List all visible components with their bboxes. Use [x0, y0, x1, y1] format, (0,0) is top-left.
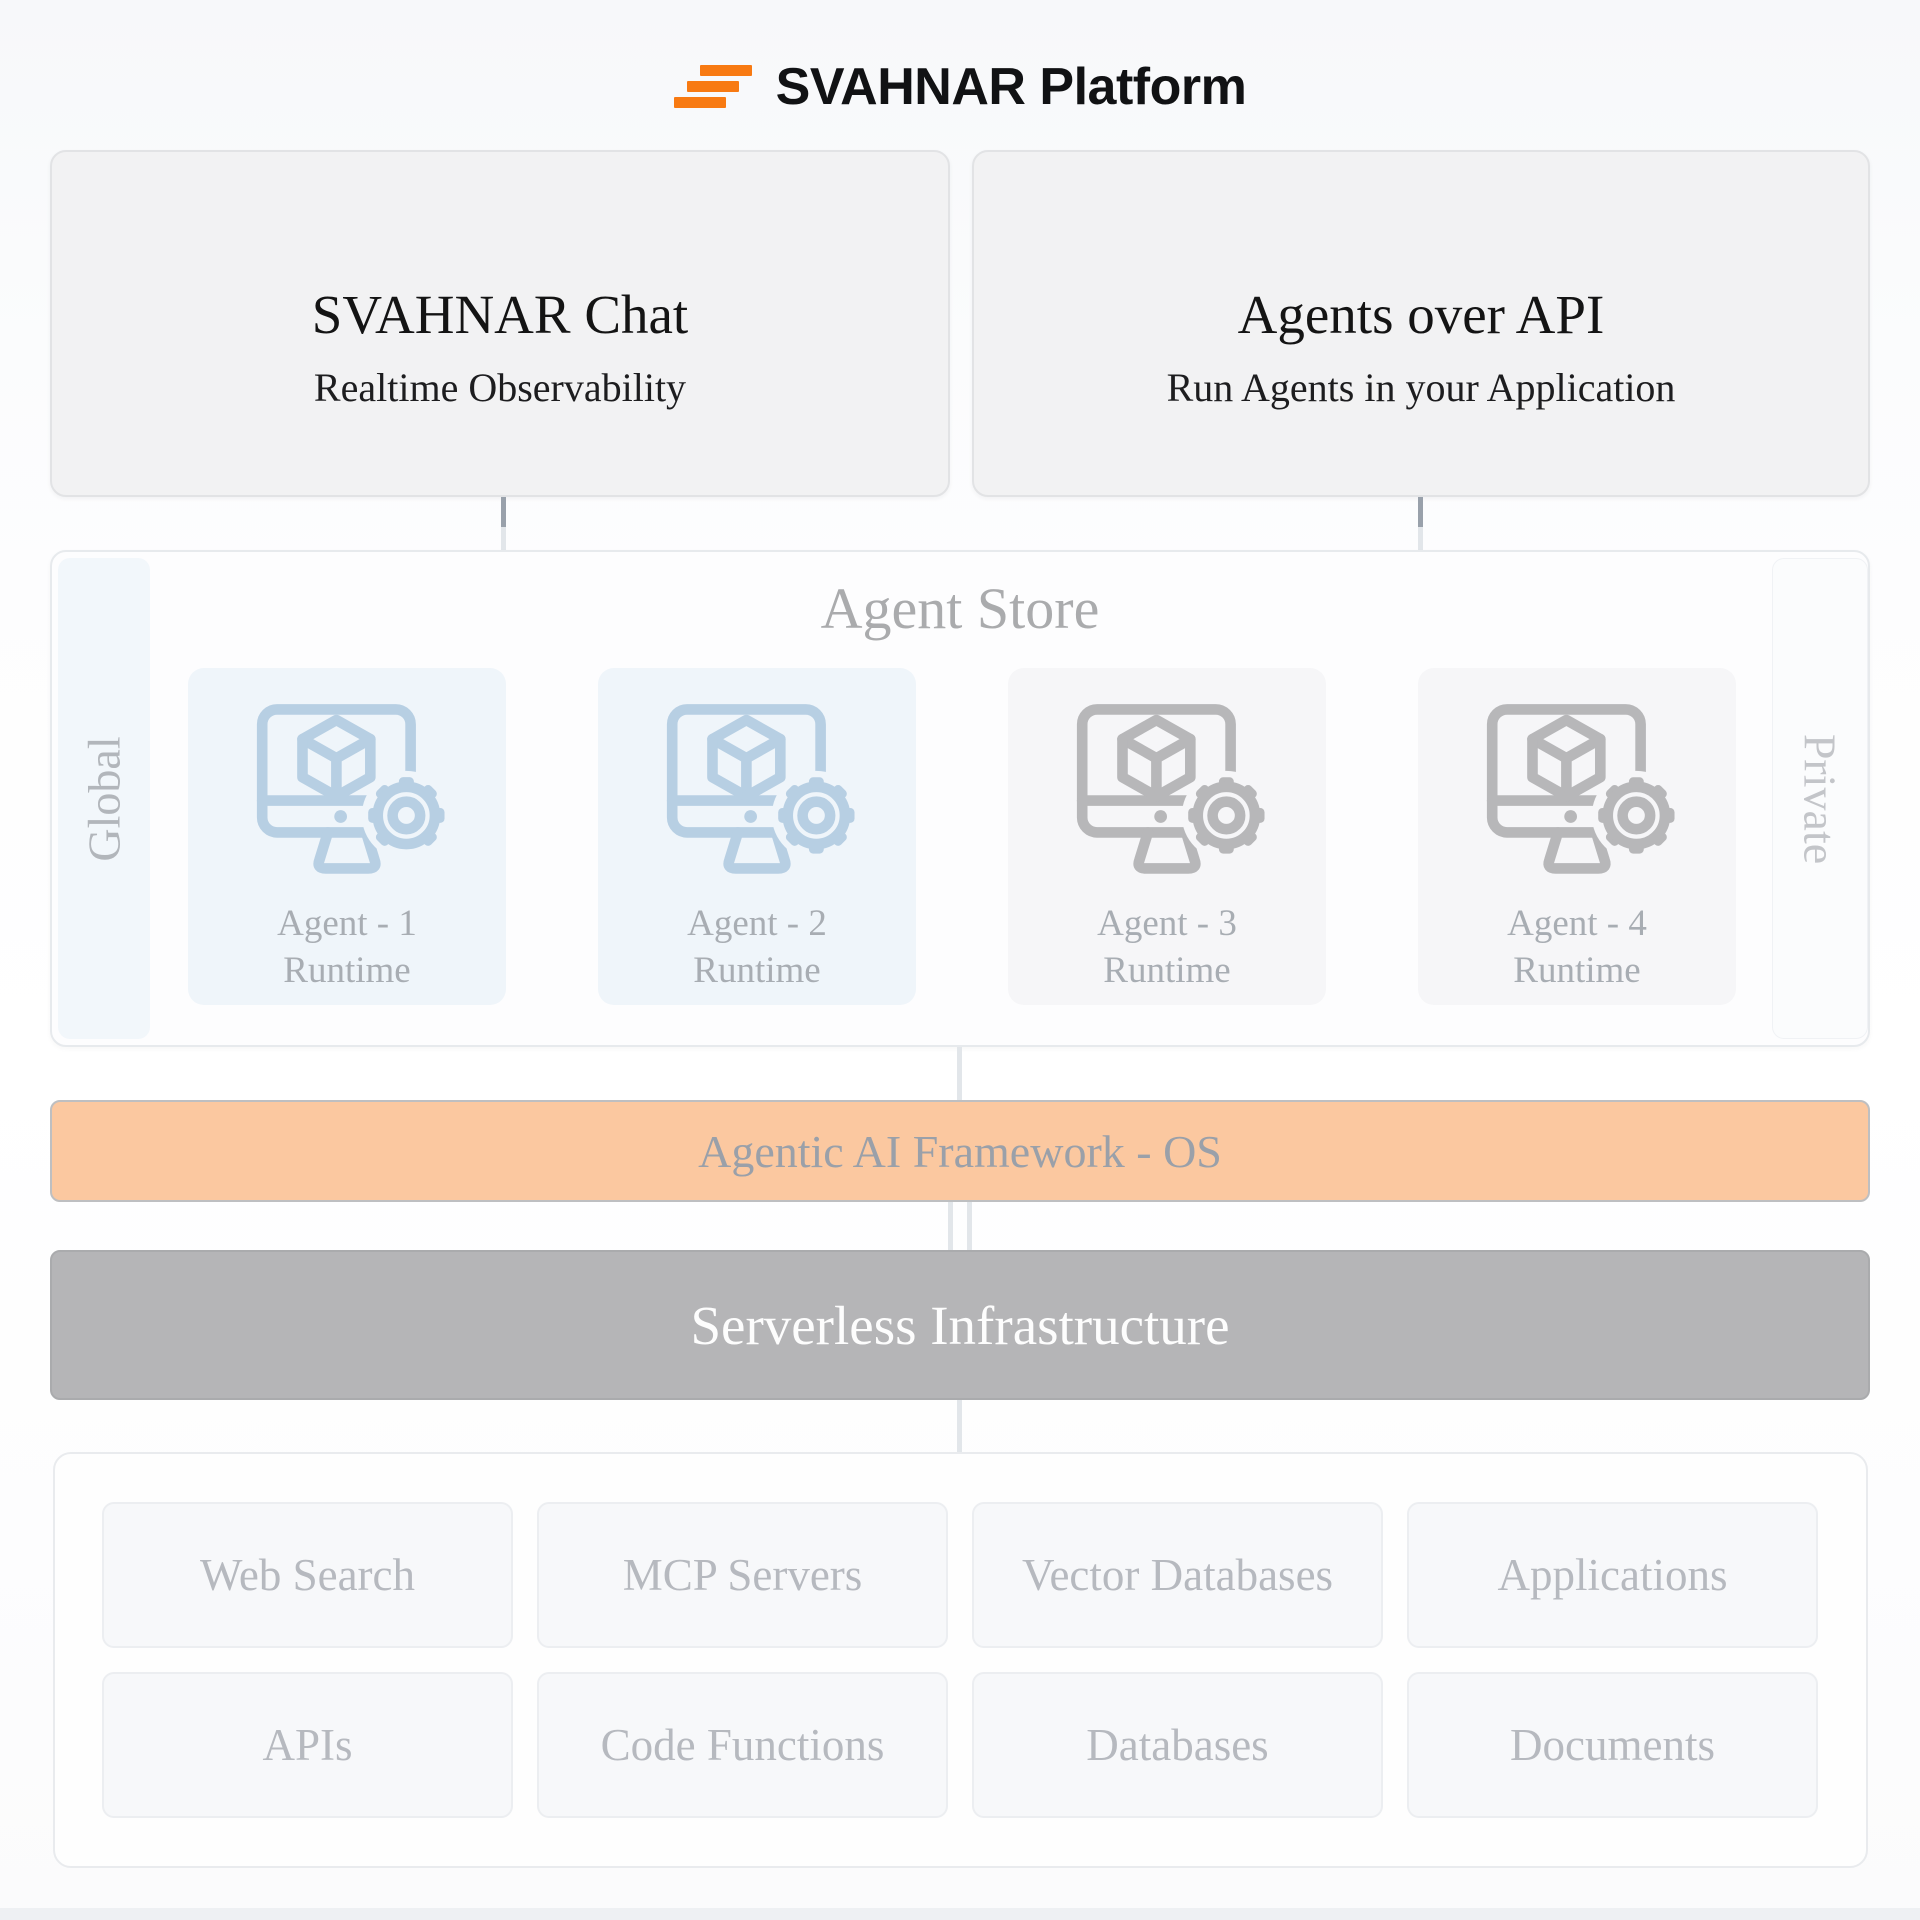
agents-over-api-subtitle: Run Agents in your Application [1166, 364, 1676, 410]
agent-label: Agent - 1 Runtime [277, 903, 417, 992]
agents-over-api-title: Agents over API [1237, 283, 1605, 345]
connector-line [948, 1202, 953, 1250]
global-strip: Global [58, 558, 150, 1039]
tile-web-search: Web Search [102, 1502, 513, 1648]
private-strip: Private [1772, 558, 1868, 1039]
connector-line [967, 1202, 972, 1250]
svahnar-chat-title: SVAHNAR Chat [311, 283, 689, 345]
agent-store-title: Agent Store [820, 576, 1100, 641]
agent-card: Agent - 2 Runtime [598, 668, 916, 1005]
agent-label: Agent - 3 Runtime [1097, 903, 1237, 992]
agent-card: Agent - 4 Runtime [1418, 668, 1736, 1005]
agentic-framework-label: Agentic AI Framework - OS [698, 1125, 1222, 1177]
agent-runtime-icon [1486, 704, 1681, 874]
agent-card: Agent - 1 Runtime [188, 668, 506, 1005]
agent-runtime-icon [666, 704, 861, 874]
agents-over-api-box: Agents over API Run Agents in your Appli… [972, 150, 1870, 497]
serverless-infrastructure-label: Serverless Infrastructure [690, 1294, 1230, 1356]
serverless-infrastructure-bar: Serverless Infrastructure [50, 1250, 1870, 1400]
agent-card: Agent - 3 Runtime [1008, 668, 1326, 1005]
connector-line [501, 527, 506, 552]
tile-code-functions: Code Functions [537, 1672, 948, 1818]
svahnar-chat-subtitle: Realtime Observability [313, 364, 687, 410]
bottom-edge-strip [0, 1908, 1920, 1920]
header: SVAHNAR Platform [0, 42, 1920, 132]
tile-apis: APIs [102, 1672, 513, 1818]
connector-line [957, 1400, 962, 1452]
agent-runtime-icon [256, 704, 451, 874]
agentic-framework-bar: Agentic AI Framework - OS [50, 1100, 1870, 1202]
connector-line [1418, 497, 1423, 527]
agent-label: Agent - 2 Runtime [687, 903, 827, 992]
agent-label: Agent - 4 Runtime [1507, 903, 1647, 992]
tile-databases: Databases [972, 1672, 1383, 1818]
tile-documents: Documents [1407, 1672, 1818, 1818]
global-label: Global [78, 735, 130, 862]
tile-vector-databases: Vector Databases [972, 1502, 1383, 1648]
page-title: SVAHNAR Platform [775, 58, 1247, 116]
connector-line [957, 1047, 962, 1100]
tile-mcp-servers: MCP Servers [537, 1502, 948, 1648]
svahnar-logo-icon [673, 65, 754, 109]
svahnar-chat-box: SVAHNAR Chat Realtime Observability [50, 150, 950, 497]
agent-runtime-icon [1076, 704, 1271, 874]
tile-applications: Applications [1407, 1502, 1818, 1648]
connector-line [501, 497, 506, 527]
private-label: Private [1794, 733, 1846, 864]
connector-line [1418, 527, 1423, 552]
